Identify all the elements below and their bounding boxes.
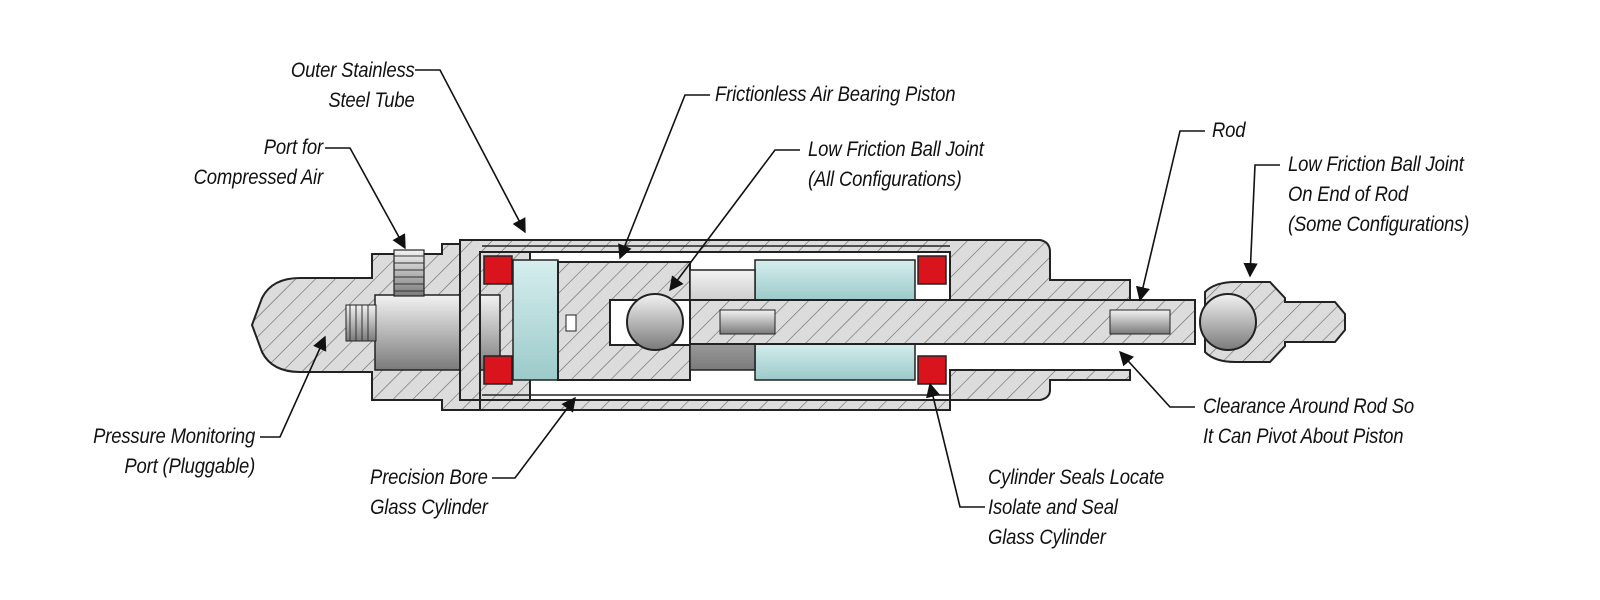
outer-tube (459, 239, 1131, 411)
label-rod-end-joint: Low Friction Ball Joint On End of Rod (S… (1288, 153, 1470, 236)
label-glass-cylinder: Precision Bore Glass Cylinder (370, 466, 488, 519)
leader-lines (260, 69, 1280, 508)
label-rod: Rod (1212, 119, 1246, 142)
rod (689, 299, 1196, 345)
glass-cylinder (512, 259, 916, 381)
label-ball-joint: Low Friction Ball Joint (All Configurati… (808, 138, 984, 191)
label-air-bearing-piston: Frictionless Air Bearing Piston (715, 83, 956, 106)
cylinder-seals (483, 255, 947, 385)
rod-end-joint (1199, 281, 1346, 363)
label-pressure-port: Pressure Monitoring Port (Pluggable) (92, 425, 255, 478)
label-rod-clearance: Clearance Around Rod So It Can Pivot Abo… (1203, 395, 1415, 448)
label-compressed-air-port: Port for Compressed Air (193, 136, 324, 189)
air-port-thread (393, 249, 425, 297)
label-outer-tube: Outer Stainless Steel Tube (291, 59, 415, 112)
label-cylinder-seals: Cylinder Seals Locate Isolate and Seal G… (988, 466, 1165, 549)
